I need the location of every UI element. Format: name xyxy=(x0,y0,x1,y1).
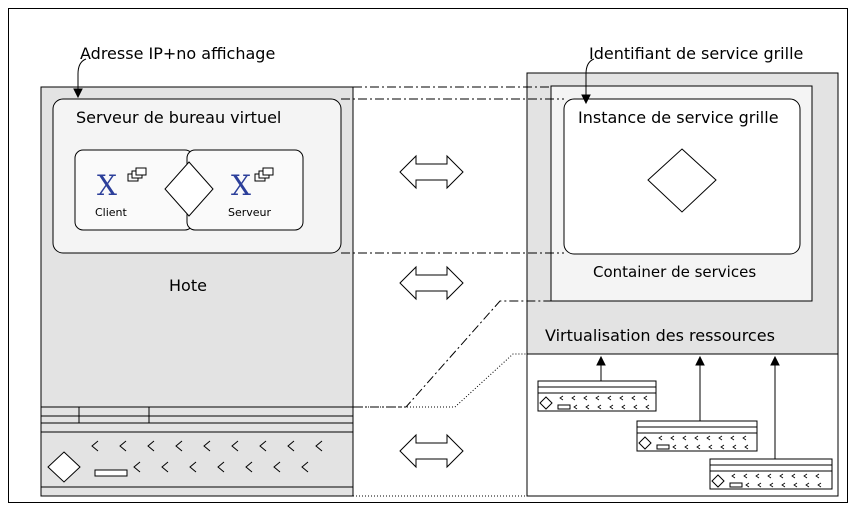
server-rack-chevrons xyxy=(559,395,822,488)
resource-arrows xyxy=(596,355,780,459)
dashdot-connectors xyxy=(341,86,564,408)
host-rack-slot xyxy=(94,469,128,477)
double-arrow-icon xyxy=(399,433,464,469)
ip-address-label: Adresse IP+no affichage xyxy=(80,44,276,63)
services-container-label: Container de services xyxy=(593,263,757,281)
resource-virtualisation-label: Virtualisation des ressources xyxy=(545,326,775,345)
service-diamond-icon xyxy=(647,148,717,213)
dotted-connectors xyxy=(353,353,527,497)
diagram-frame xyxy=(8,8,848,503)
double-arrow-icon xyxy=(399,154,464,190)
host-rack-chevrons xyxy=(91,440,323,473)
grid-service-instance-label: Instance de service grille xyxy=(578,108,779,127)
double-arrow-icon xyxy=(399,265,464,301)
x-client-logo-icon: X xyxy=(97,169,117,202)
pointer-arrows xyxy=(73,58,595,105)
host-rack-top xyxy=(40,406,354,424)
host-rack-body xyxy=(40,422,354,497)
x-server-logo-icon: X xyxy=(231,169,251,202)
host-label: Hote xyxy=(169,276,207,295)
client-label: Client xyxy=(95,206,127,219)
diamond-icon xyxy=(164,161,214,217)
server-rack-icon xyxy=(636,420,758,452)
virtual-desktop-server-label: Serveur de bureau virtuel xyxy=(76,108,282,127)
server-label: Serveur xyxy=(228,206,272,219)
x-window-icon xyxy=(127,167,274,182)
service-id-label: Identifiant de service grille xyxy=(589,44,804,63)
server-rack-icon xyxy=(537,380,657,412)
host-rack-diamond-icon xyxy=(47,451,81,483)
